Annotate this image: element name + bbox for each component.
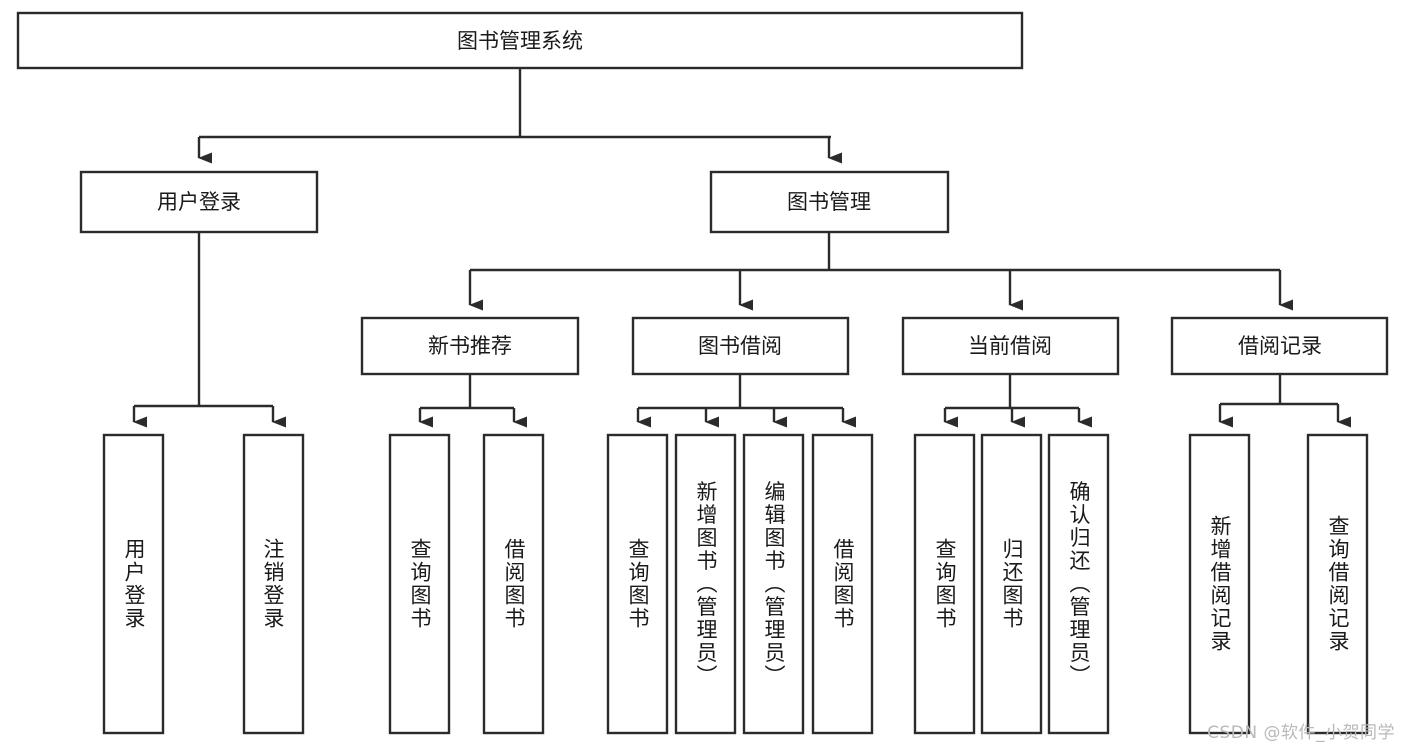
csdn-watermark: CSDN @软件_小贺同学 — [1207, 723, 1395, 743]
node-leaf-confirm-return-box — [1047, 433, 1110, 735]
node-user-login-box — [79, 170, 319, 234]
node-leaf-add-book-label: 新增图书（管理员） — [694, 481, 718, 688]
node-leaf-query-book-2-box — [606, 433, 669, 735]
node-leaf-user-login-box — [102, 433, 165, 735]
node-leaf-query-book-2[interactable]: 查询图书 — [606, 433, 669, 735]
node-new-book-rec[interactable]: 新书推荐 — [360, 316, 580, 376]
node-leaf-return-book[interactable]: 归还图书 — [980, 433, 1043, 735]
node-book-manage-label: 图书管理 — [787, 190, 871, 214]
node-borrow-record[interactable]: 借阅记录 — [1170, 316, 1389, 376]
node-leaf-user-logout-box — [242, 433, 305, 735]
node-new-book-rec-label: 新书推荐 — [428, 334, 512, 358]
node-leaf-query-record-box — [1306, 433, 1369, 735]
node-leaf-confirm-return[interactable]: 确认归还（管理员） — [1047, 433, 1110, 735]
node-leaf-edit-book-box — [742, 433, 805, 735]
node-leaf-return-book-box — [980, 433, 1043, 735]
node-leaf-query-record[interactable]: 查询借阅记录 — [1306, 433, 1369, 735]
node-root-box — [16, 11, 1024, 70]
node-leaf-add-record-box — [1188, 433, 1251, 735]
node-leaf-query-record-label: 查询借阅记录 — [1326, 515, 1350, 653]
node-leaf-query-book-3[interactable]: 查询图书 — [913, 433, 976, 735]
node-book-borrow-label: 图书借阅 — [698, 334, 782, 358]
node-leaf-user-logout[interactable]: 注销登录 — [242, 433, 305, 735]
connector-currentborrow-to-leaves — [943, 374, 1092, 428]
node-root-label: 图书管理系统 — [457, 29, 583, 53]
node-borrow-record-box — [1170, 316, 1389, 376]
node-book-borrow-box — [631, 316, 850, 376]
node-leaf-user-login-label: 用户登录 — [122, 538, 146, 630]
node-book-manage-box — [709, 170, 950, 234]
node-leaf-borrow-book-2-box — [811, 433, 874, 735]
node-leaf-edit-book-label: 编辑图书（管理员） — [762, 481, 786, 688]
node-leaf-query-book-2-label: 查询图书 — [626, 538, 650, 630]
node-leaf-query-book-1-box — [388, 433, 451, 735]
node-current-borrow-label: 当前借阅 — [968, 334, 1052, 358]
connector-userlogin-to-leaves — [132, 232, 286, 428]
node-leaf-add-record[interactable]: 新增借阅记录 — [1188, 433, 1251, 735]
connector-borrowrecord-to-leaves — [1218, 374, 1351, 428]
node-leaf-query-book-1[interactable]: 查询图书 — [388, 433, 451, 735]
connector-bookborrow-to-leaves — [636, 374, 856, 428]
node-leaf-edit-book[interactable]: 编辑图书（管理员） — [742, 433, 805, 735]
node-leaf-user-login[interactable]: 用户登录 — [102, 433, 165, 735]
node-new-book-rec-box — [360, 316, 580, 376]
node-user-login[interactable]: 用户登录 — [79, 170, 319, 234]
node-book-manage[interactable]: 图书管理 — [709, 170, 950, 234]
node-book-borrow[interactable]: 图书借阅 — [631, 316, 850, 376]
node-leaf-borrow-book-1[interactable]: 借阅图书 — [482, 433, 545, 735]
node-leaf-add-record-label: 新增借阅记录 — [1208, 515, 1232, 653]
node-leaf-borrow-book-2[interactable]: 借阅图书 — [811, 433, 874, 735]
node-leaf-query-book-3-label: 查询图书 — [933, 538, 957, 630]
connector-layer — [132, 68, 1351, 428]
node-user-login-label: 用户登录 — [157, 190, 241, 214]
node-leaf-borrow-book-1-box — [482, 433, 545, 735]
node-current-borrow[interactable]: 当前借阅 — [901, 316, 1120, 376]
connector-root-to-level2 — [197, 68, 842, 164]
connector-newbook-to-leaves — [418, 374, 527, 428]
node-leaf-query-book-3-box — [913, 433, 976, 735]
node-leaf-add-book-box — [674, 433, 737, 735]
node-leaf-borrow-book-2-label: 借阅图书 — [831, 538, 855, 630]
node-leaf-query-book-1-label: 查询图书 — [408, 538, 432, 630]
node-leaf-add-book[interactable]: 新增图书（管理员） — [674, 433, 737, 735]
node-leaf-user-logout-label: 注销登录 — [261, 538, 285, 630]
node-current-borrow-box — [901, 316, 1120, 376]
node-leaf-return-book-label: 归还图书 — [1000, 538, 1024, 630]
node-borrow-record-label: 借阅记录 — [1238, 334, 1322, 358]
node-leaf-confirm-return-label: 确认归还（管理员） — [1067, 481, 1091, 688]
node-leaf-borrow-book-1-label: 借阅图书 — [502, 538, 526, 630]
connector-bookmanage-to-level3 — [468, 232, 1293, 311]
node-root[interactable]: 图书管理系统 — [16, 11, 1024, 70]
